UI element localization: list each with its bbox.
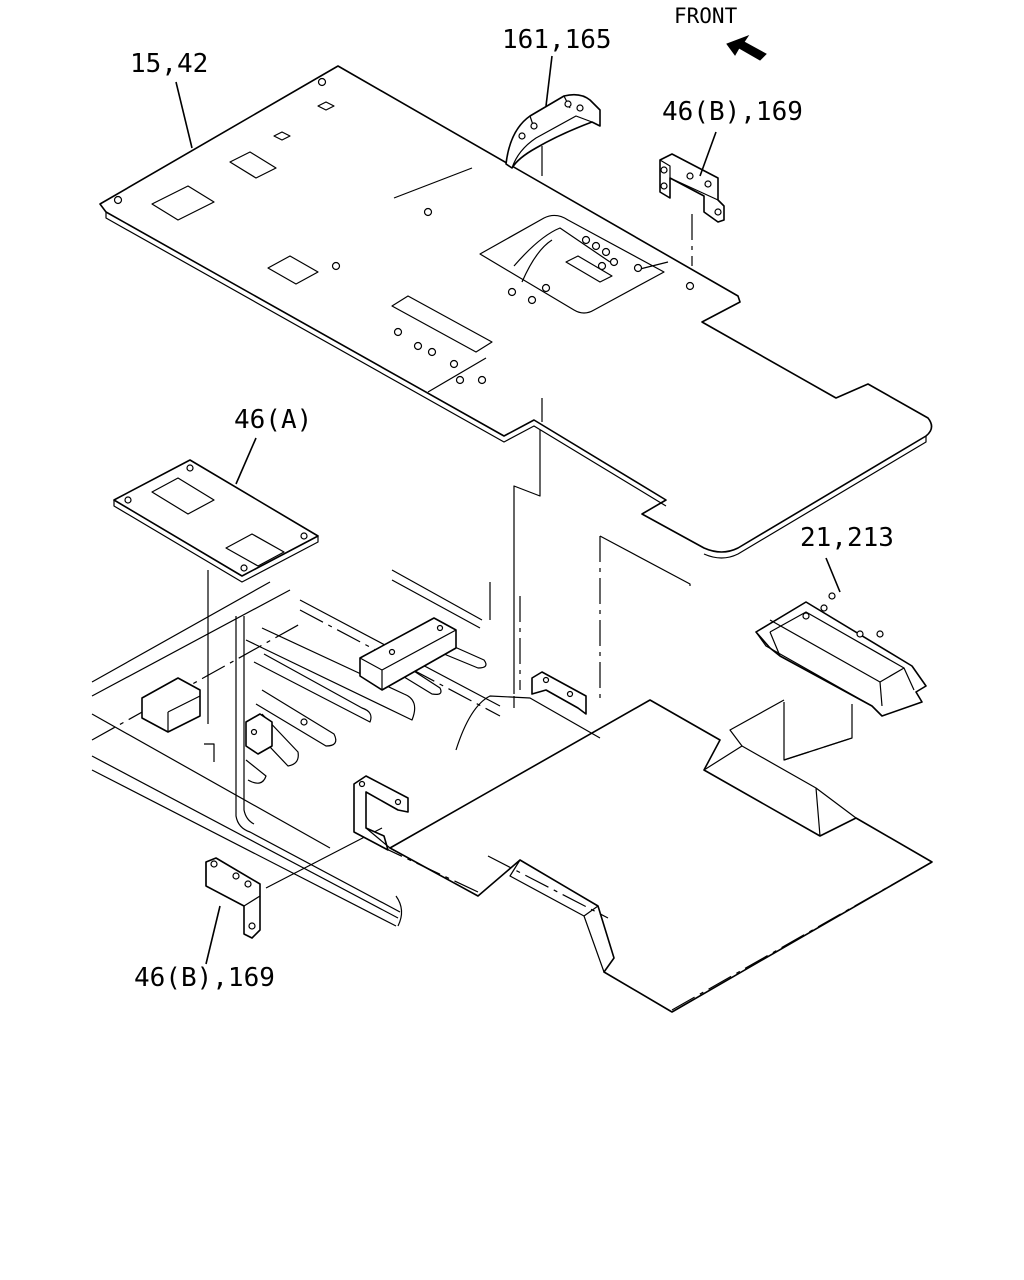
lower-floor xyxy=(353,671,933,1013)
panel-tunnel-inner xyxy=(513,227,611,283)
panel-cutout-3 xyxy=(267,255,319,285)
panel-cutout-2 xyxy=(229,151,277,179)
link-cover-right xyxy=(783,702,853,761)
arrow-left-up-icon xyxy=(726,34,767,61)
label-bracket-top-center: 161,165 xyxy=(502,25,612,55)
chassis-frame xyxy=(91,569,501,927)
leader-floor-panel xyxy=(175,81,193,149)
panel-tunnel-outline xyxy=(479,214,665,314)
link-bracket-bottom-left xyxy=(265,827,383,889)
cover-21-213 xyxy=(755,592,927,717)
panel-holes xyxy=(113,77,695,385)
label-floor-panel: 15,42 xyxy=(130,49,208,79)
bracket-46b-169-top xyxy=(659,153,725,223)
floor-panel xyxy=(99,65,933,559)
panel-seam-2 xyxy=(393,167,473,199)
panel-cutout-4 xyxy=(391,295,493,353)
panel-cutout-5 xyxy=(273,131,291,141)
leader-cover-right xyxy=(825,557,841,593)
label-cover-right: 21,213 xyxy=(800,523,894,553)
front-label: FRONT xyxy=(674,4,738,28)
bracket-161-165 xyxy=(505,93,601,169)
mat-46a xyxy=(113,459,319,583)
leader-bracket-bottom-left xyxy=(205,905,221,965)
label-bracket-bottom-left: 46(B),169 xyxy=(134,963,275,993)
label-bracket-top-right: 46(B),169 xyxy=(662,97,803,127)
panel-seam xyxy=(427,357,487,393)
front-indicator: FRONT xyxy=(674,4,767,61)
link-panel-tunnel xyxy=(513,430,541,694)
floor-panel-thickness xyxy=(105,212,927,559)
lower-floor-outline xyxy=(389,699,933,1013)
bracket-46b-169-bottom xyxy=(205,857,261,939)
panel-cutout-6 xyxy=(317,101,335,111)
leader-mat-left xyxy=(235,437,257,485)
link-cover-right-2 xyxy=(783,737,853,761)
leader-bracket-top-right xyxy=(699,131,717,177)
label-mat-left: 46(A) xyxy=(234,405,312,435)
panel-cutout-7 xyxy=(565,255,613,283)
leader-bracket-top-center xyxy=(545,55,553,107)
link-panel-right xyxy=(599,535,691,586)
panel-cutout-1 xyxy=(151,185,215,221)
